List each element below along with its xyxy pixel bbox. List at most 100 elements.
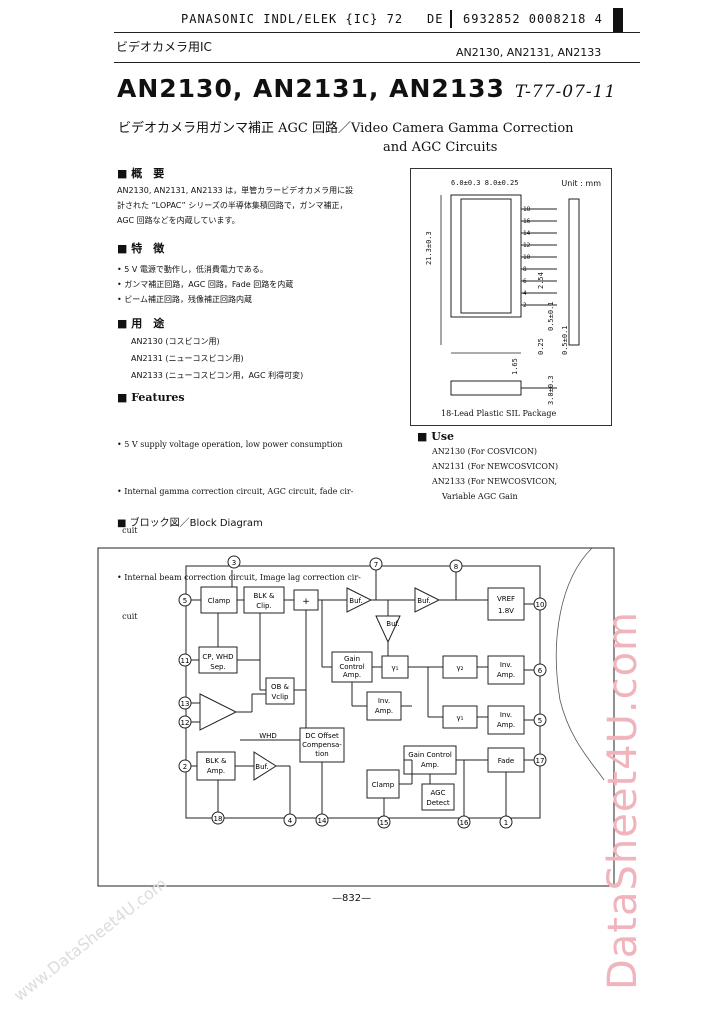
use-jp-list: AN2130 (コスビコン用) AN2131 (ニューコスビコン用) AN213…: [131, 333, 401, 384]
block-label: Buf.: [417, 597, 430, 605]
pin-8: [449, 559, 463, 573]
block-label: AGC: [431, 789, 446, 797]
pin-5-right: [533, 713, 547, 727]
pin-label: 1: [504, 819, 508, 827]
pin-2: [178, 759, 192, 773]
block-label: γ₁: [392, 664, 399, 672]
pin-label: 18: [214, 815, 223, 823]
block-label: Buf.: [349, 597, 362, 605]
list-item: • ガンマ補正回路，AGC 回路，Fade 回路を内蔵: [117, 280, 294, 289]
clamp2-block: [366, 769, 400, 799]
pin-label: 13: [181, 700, 190, 708]
header-rule: [114, 32, 640, 33]
overview-line: 計された “LOPAC” シリーズの半導体集積回路で，ガンマ補正，: [117, 201, 348, 210]
list-item: • 5 V 電源で動作し，低消費電力である。: [117, 265, 268, 274]
watermark-side: DataSheet4U.com: [600, 610, 646, 990]
block-label: BLK &: [254, 592, 276, 600]
overview-heading: ■ 概 要: [117, 167, 165, 180]
block-label: Control: [339, 663, 364, 671]
block-label: Compensa-: [302, 741, 342, 749]
package-dims-top: 6.0±0.3 8.0±0.25: [451, 179, 519, 187]
block-label: +: [302, 597, 310, 607]
pin-7: [369, 557, 383, 571]
pin-label: 14: [523, 230, 531, 237]
block-label: Amp.: [207, 767, 225, 775]
diagram-rail: [185, 565, 541, 819]
features-jp-list: • 5 V 電源で動作し，低消費電力である。 • ガンマ補正回路，AGC 回路，…: [117, 262, 407, 307]
block-label: Clamp: [372, 781, 395, 789]
use-jp-heading: ■ 用 途: [117, 317, 165, 330]
inv-amp2-block: [366, 691, 402, 721]
category-rule: [114, 62, 640, 63]
pin-label: 12: [523, 242, 531, 249]
block-label: Detect: [426, 799, 450, 807]
pin-18: [211, 811, 225, 825]
block-label: Fade: [498, 757, 514, 765]
block-label: Clip.: [256, 602, 271, 610]
block-label: OB &: [271, 683, 290, 691]
block-label: Buf.: [255, 763, 268, 771]
page-title: AN2130, AN2131, AN2133: [117, 74, 505, 103]
block-label: Buf.: [386, 620, 399, 628]
block-label: Gain Control: [408, 751, 452, 759]
ob-vclip-block: [265, 677, 295, 705]
pin-label: 10: [523, 254, 531, 261]
block-label: VREF: [497, 595, 515, 603]
block-label: DC Offset: [305, 732, 339, 740]
diagram-frame: [97, 547, 615, 887]
list-item: cuit: [117, 526, 138, 535]
package-caption: 18-Lead Plastic SIL Package: [441, 409, 557, 418]
pin-11: [178, 653, 192, 667]
package-unit: Unit : mm: [561, 179, 601, 188]
list-item: AN2133 (ニューコスビコン用，AGC 利得可変): [131, 371, 304, 380]
pin-label: 14: [318, 817, 327, 825]
handwritten-ref: T-77-07-11: [515, 82, 617, 102]
block-label: Gain: [344, 655, 360, 663]
block-label: BLK &: [206, 757, 228, 765]
page-number: —832—: [332, 893, 372, 904]
block-label: Amp.: [421, 761, 439, 769]
pin-label: 3: [232, 559, 236, 567]
part-numbers-top: AN2130, AN2131, AN2133: [456, 46, 602, 59]
pin-5-left: [178, 593, 192, 607]
inv-amp3-block: [487, 705, 525, 735]
pin-label: 15: [380, 819, 389, 827]
block-label: Amp.: [375, 707, 393, 715]
inv-amp1-block: [487, 655, 525, 685]
list-item: • ビーム補正回路，残像補正回路内蔵: [117, 295, 253, 304]
block-label: Amp.: [497, 671, 515, 679]
dc-offset-block: [299, 727, 345, 763]
overview-text: AN2130, AN2131, AN2133 は，単管カラービデオカメラ用に設 …: [117, 183, 407, 228]
list-item: AN2130 (For COSVICON): [432, 447, 537, 456]
blk-clip-block: [243, 586, 285, 614]
header-mark: [613, 8, 623, 32]
pin-label: 8: [454, 563, 458, 571]
pin-label: 10: [536, 601, 545, 609]
package-outline: [440, 194, 580, 396]
list-item: Variable AGC Gain: [442, 492, 518, 501]
block-label: Amp.: [497, 721, 515, 729]
pin-label: 16: [523, 218, 531, 225]
block-label: Inv.: [378, 697, 390, 705]
block-label: γ₁: [457, 714, 464, 722]
pin-label: 16: [460, 819, 469, 827]
pin-16: [457, 815, 471, 829]
category-label: ビデオカメラ用IC: [116, 40, 212, 54]
pin-label: 18: [523, 206, 531, 213]
pin-label: 7: [374, 561, 378, 569]
pin-10: [533, 597, 547, 611]
subtitle-line2: and AGC Circuits: [383, 140, 498, 155]
pin-label: 2: [183, 763, 187, 771]
pin-label: 6: [523, 278, 527, 285]
block-label: Sep.: [210, 663, 225, 671]
pin-label: 17: [536, 757, 545, 765]
package-pin-labels: 18 16 14 12 10 8 6 4 2: [523, 204, 530, 312]
pin-label: 4: [523, 290, 527, 297]
pin-15: [377, 815, 391, 829]
use-en-heading: ■ Use: [417, 430, 455, 443]
features-en-list: • 5 V supply voltage operation, low powe…: [117, 412, 407, 636]
overview-line: AN2130, AN2131, AN2133 は，単管カラービデオカメラ用に設: [117, 186, 354, 195]
block-label: WHD: [259, 732, 277, 740]
package-drawing: Unit : mm 6.0±0.3 8.0±0.25 21.3±0.3 2.54…: [410, 168, 612, 426]
